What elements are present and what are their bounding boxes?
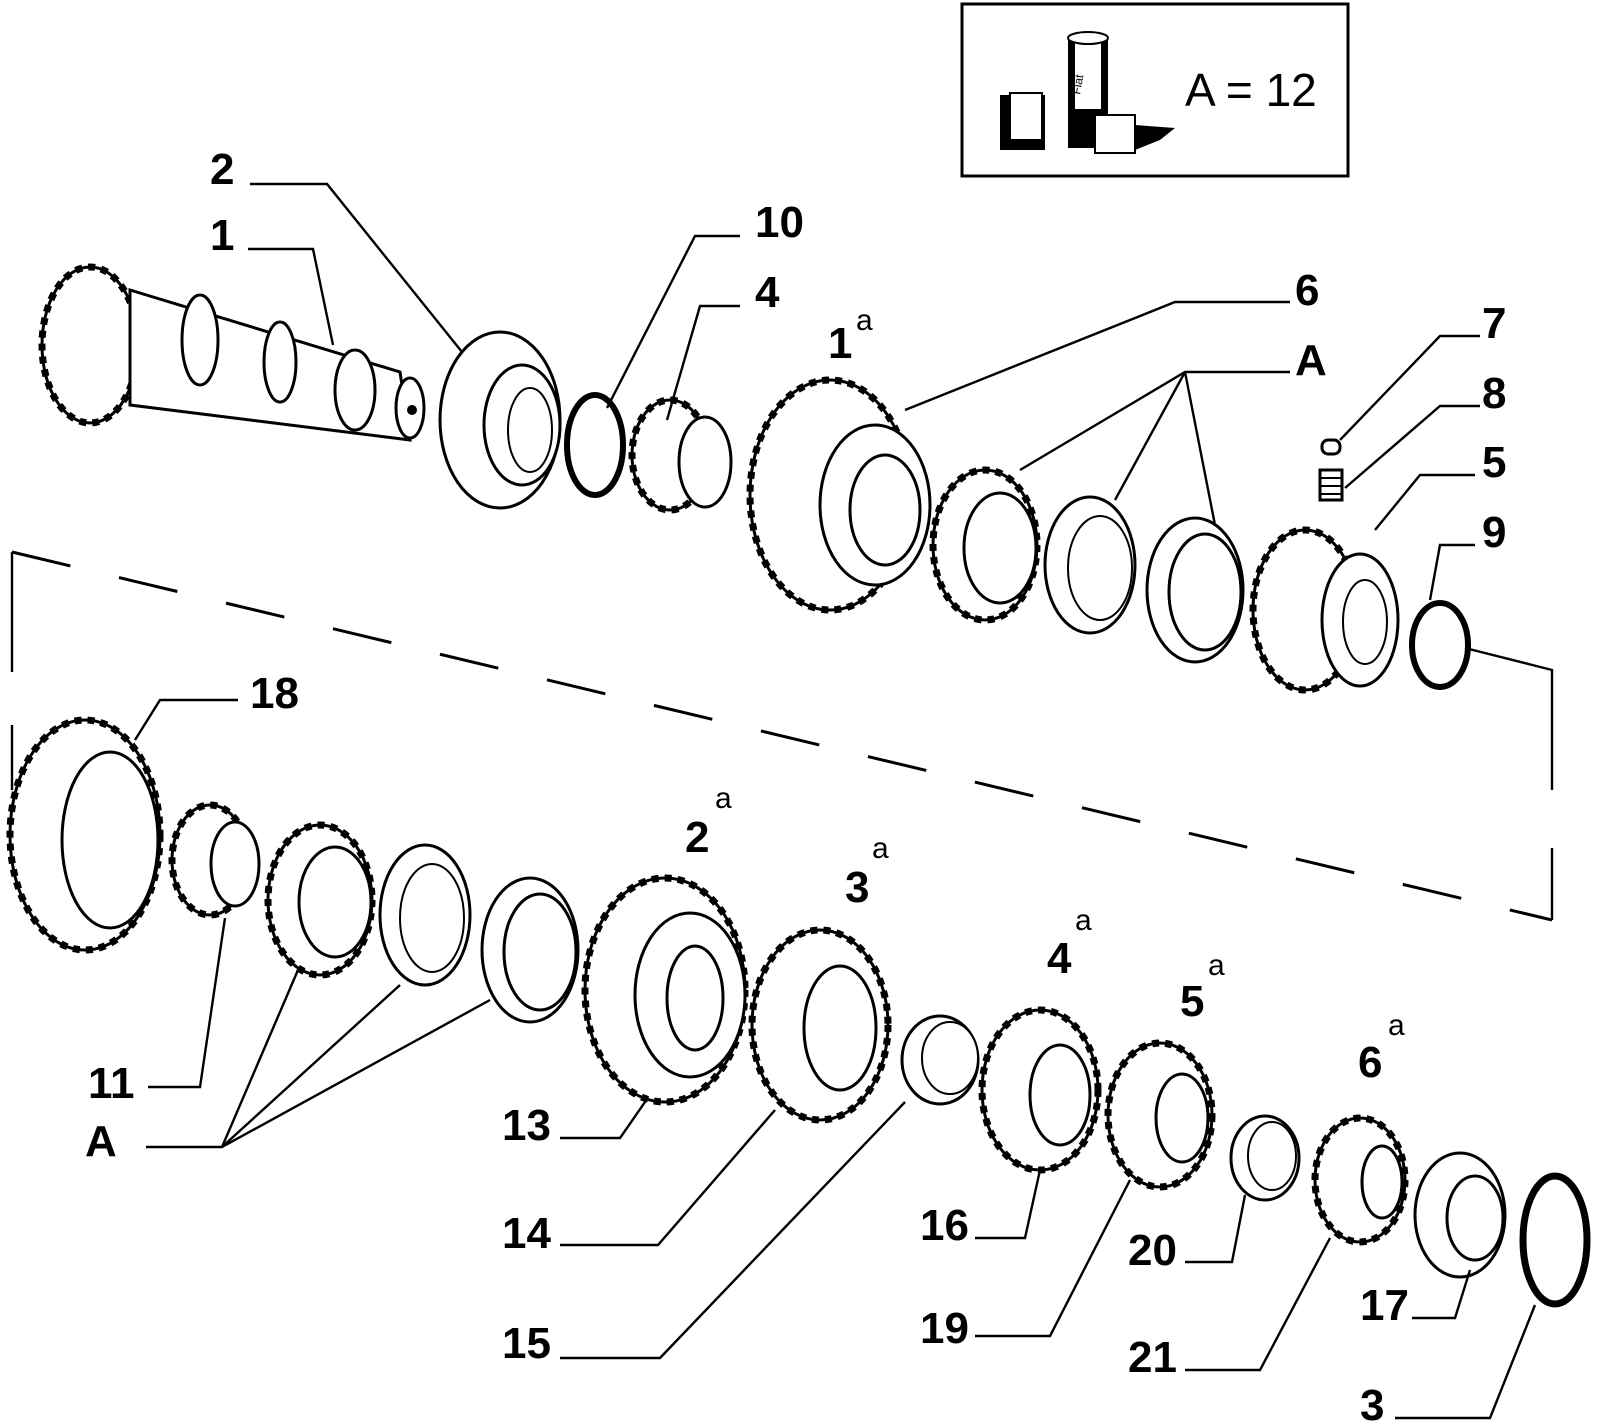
callout-11: 11	[88, 1059, 135, 1108]
ordinal-6-num: 6	[1358, 1038, 1382, 1087]
callout-labels: 2 1 10 4 6 A 7 8 5 9 18 11 A 13 14 15 16…	[85, 145, 1506, 1427]
callout-13: 13	[502, 1101, 551, 1150]
legend-formula: A = 12	[1185, 64, 1317, 116]
group-a-top: A	[1295, 336, 1327, 385]
gear-1st	[746, 376, 932, 614]
gear-ordinal-labels: 1 a 2 a 3 a 4 a 5 a 6 a	[685, 304, 1405, 1087]
part-10-ring	[564, 392, 626, 498]
part-15-bushing	[900, 1014, 980, 1106]
gear-2nd	[581, 874, 749, 1106]
part-17-bearing	[1413, 1151, 1507, 1279]
part-20-bushing	[1229, 1114, 1301, 1202]
part-6-synchro-ring	[929, 466, 1041, 624]
tube-brand-text: Fiat	[1069, 73, 1086, 96]
callout-16: 16	[920, 1201, 969, 1250]
callout-5: 5	[1482, 438, 1506, 487]
callout-21: 21	[1128, 1333, 1177, 1382]
callout-6: 6	[1295, 266, 1319, 315]
legend-box: Fiat A = 12	[960, 2, 1350, 178]
callout-18: 18	[250, 669, 299, 718]
ordinal-2-num: 2	[685, 813, 709, 862]
group-a-bottom: A	[85, 1117, 117, 1166]
callout-4: 4	[755, 268, 780, 317]
gear-5th	[1104, 1039, 1216, 1191]
callout-10: 10	[755, 198, 804, 247]
gear-3rd	[748, 926, 892, 1124]
callout-14: 14	[502, 1209, 551, 1258]
callout-7: 7	[1482, 299, 1506, 348]
callout-17: 17	[1360, 1281, 1409, 1330]
callout-19: 19	[920, 1304, 969, 1353]
ordinal-4-num: 4	[1047, 934, 1072, 983]
ordinal-5-sup: a	[1208, 949, 1225, 982]
callout-9: 9	[1482, 508, 1506, 557]
part-18-gear	[6, 716, 164, 954]
ordinal-4-sup: a	[1075, 904, 1092, 937]
part-4-needle-bearing	[628, 396, 733, 514]
separator-dashed-line	[10, 550, 1554, 922]
part-9-snap-ring	[1409, 600, 1471, 690]
synchro-ring-bottom-1	[264, 821, 376, 979]
synchro-cone-top-1	[1043, 495, 1137, 635]
callout-3: 3	[1360, 1381, 1384, 1427]
leader-lines	[133, 182, 1537, 1420]
part-7-detent-ball	[1320, 438, 1342, 456]
ordinal-1-sup: a	[856, 304, 873, 337]
ordinal-3-sup: a	[872, 832, 889, 865]
part-1-main-shaft	[38, 263, 426, 442]
gear-6th	[1311, 1114, 1409, 1246]
sealant-tube-icon: Fiat	[1000, 31, 1175, 154]
part-3-snap-ring	[1519, 1172, 1591, 1308]
callout-8: 8	[1482, 369, 1506, 418]
part-2-bearing	[438, 330, 562, 510]
part-8-spring	[1318, 468, 1344, 502]
ordinal-6-sup: a	[1388, 1009, 1405, 1042]
ordinal-2-sup: a	[715, 782, 732, 815]
ordinal-3-num: 3	[845, 863, 869, 912]
ordinal-5-num: 5	[1180, 977, 1204, 1026]
part-11-needle-bearing	[168, 801, 261, 919]
ordinal-1-num: 1	[828, 319, 852, 368]
callout-1: 1	[210, 211, 234, 260]
synchro-cone-bottom-2	[378, 843, 472, 987]
gear-4th	[978, 1006, 1102, 1174]
callout-20: 20	[1128, 1226, 1177, 1275]
synchro-cone-bottom-3	[480, 876, 580, 1024]
callout-15: 15	[502, 1319, 551, 1368]
callout-2: 2	[210, 145, 234, 194]
part-5-synchro-hub	[1249, 526, 1400, 694]
synchro-cone-top-2	[1145, 516, 1245, 664]
